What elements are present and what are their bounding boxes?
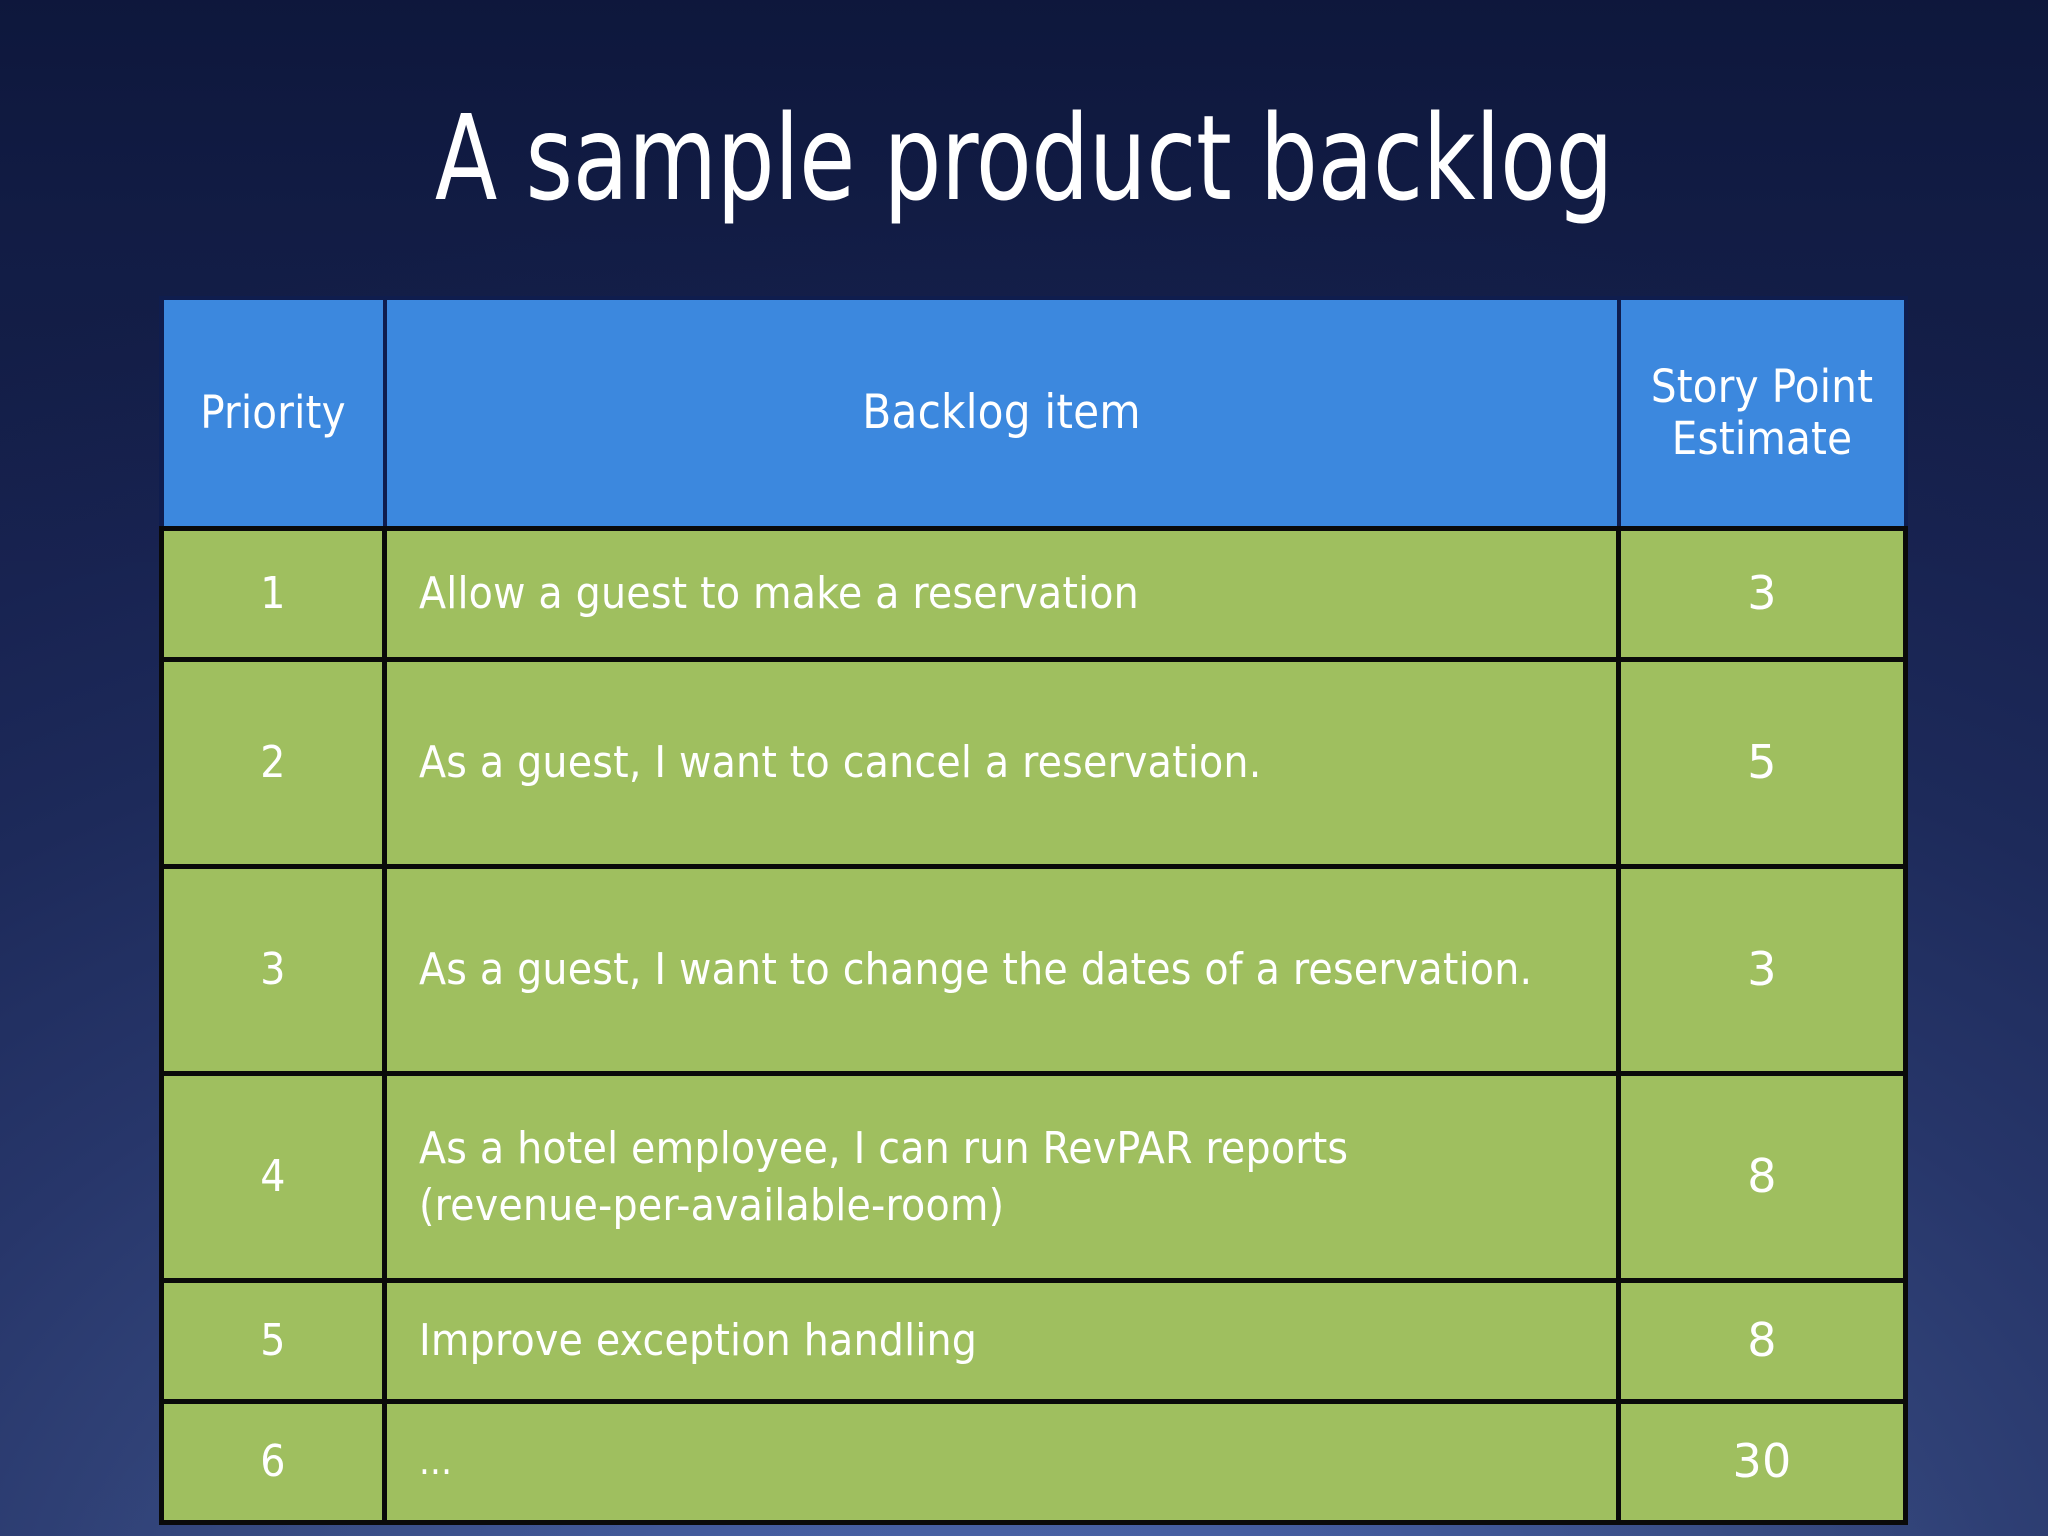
cell-priority: 6 xyxy=(159,1399,387,1525)
cell-priority: 3 xyxy=(159,864,387,1076)
cell-backlog-item: ... xyxy=(382,1399,1621,1525)
column-header-story-point-estimate-line1: Story Point xyxy=(1650,359,1874,413)
cell-story-points: 30 xyxy=(1616,1399,1908,1525)
cell-backlog-item-line1: ... xyxy=(419,1439,453,1484)
table-row: 1 Allow a guest to make a reservation 3 xyxy=(159,526,1908,662)
cell-story-points: 8 xyxy=(1616,1071,1908,1283)
cell-backlog-item: As a hotel employee, I can run RevPAR re… xyxy=(382,1071,1621,1283)
cell-priority: 4 xyxy=(159,1071,387,1283)
cell-priority: 1 xyxy=(159,526,387,662)
cell-backlog-item-line1: As a hotel employee, I can run RevPAR re… xyxy=(419,1122,1349,1174)
cell-backlog-item-line1: Improve exception handling xyxy=(419,1315,978,1367)
table-row: 6 ... 30 xyxy=(159,1399,1908,1525)
table-header: Priority Backlog item Story Point Estima… xyxy=(159,296,1908,531)
cell-story-points: 3 xyxy=(1616,864,1908,1076)
column-header-story-point-estimate: Story Point Estimate xyxy=(1616,296,1908,531)
table-row: 3 As a guest, I want to change the dates… xyxy=(159,864,1908,1076)
cell-story-points: 3 xyxy=(1616,526,1908,662)
cell-story-points: 8 xyxy=(1616,1278,1908,1404)
cell-backlog-item: As a guest, I want to change the dates o… xyxy=(382,864,1621,1076)
column-header-story-point-estimate-line2: Estimate xyxy=(1671,412,1853,465)
cell-priority: 5 xyxy=(159,1278,387,1404)
table-row: 5 Improve exception handling 8 xyxy=(159,1278,1908,1404)
backlog-table: Priority Backlog item Story Point Estima… xyxy=(159,296,1908,1525)
backlog-table-container: Priority Backlog item Story Point Estima… xyxy=(159,296,1908,1525)
cell-backlog-item-line1: As a guest, I want to change the dates o… xyxy=(419,944,1533,996)
cell-story-points: 5 xyxy=(1616,657,1908,869)
table-row: 2 As a guest, I want to cancel a reserva… xyxy=(159,657,1908,869)
cell-backlog-item: Improve exception handling xyxy=(382,1278,1621,1404)
cell-backlog-item: Allow a guest to make a reservation xyxy=(382,526,1621,662)
cell-backlog-item: As a guest, I want to cancel a reservati… xyxy=(382,657,1621,869)
cell-backlog-item-line1: As a guest, I want to cancel a reservati… xyxy=(419,737,1262,789)
page-title: A sample product backlog xyxy=(434,89,1614,227)
header-row: Priority Backlog item Story Point Estima… xyxy=(159,296,1908,531)
cell-priority: 2 xyxy=(159,657,387,869)
table-row: 4 As a hotel employee, I can run RevPAR … xyxy=(159,1071,1908,1283)
cell-backlog-item-line1: Allow a guest to make a reservation xyxy=(419,568,1139,620)
column-header-priority: Priority xyxy=(159,296,387,531)
table-body: 1 Allow a guest to make a reservation 3 … xyxy=(159,526,1908,1525)
cell-backlog-item-line2: (revenue-per-available-room) xyxy=(419,1180,1005,1231)
column-header-backlog-item: Backlog item xyxy=(382,296,1621,531)
